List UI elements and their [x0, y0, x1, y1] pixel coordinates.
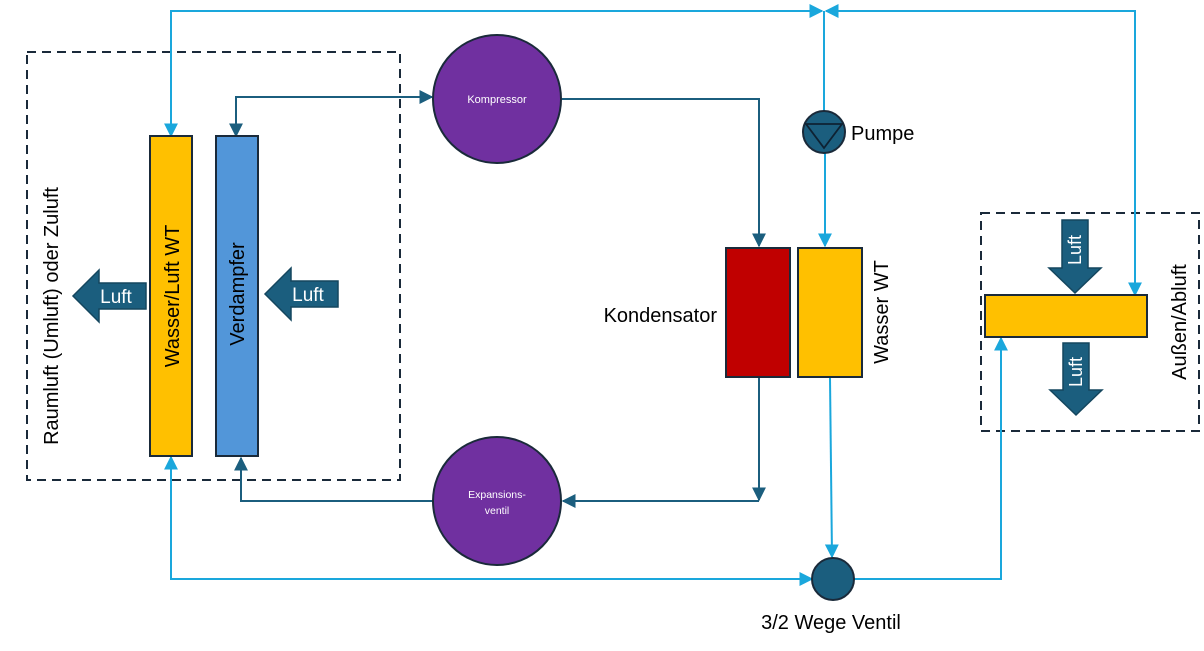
outdoor-heat-exchanger	[984, 294, 1148, 338]
water-line-water-hx-to-valve	[824, 377, 839, 559]
compressor	[432, 34, 562, 164]
air-in-evaporator-label: Luft	[292, 285, 324, 306]
water-heat-exchanger	[797, 247, 863, 378]
refrigerant-line-expansion-to-evaporator	[234, 456, 433, 502]
air-out-outdoor-label: Luft	[1066, 357, 1086, 387]
water-line-valve-to-outdoor-hx	[854, 336, 1008, 580]
pump-triangle-icon	[804, 123, 844, 150]
water-air-heat-exchanger	[149, 135, 193, 457]
refrigerant-line-compressor-to-condenser	[562, 98, 766, 248]
air-in-outdoor-arrow-icon	[1047, 219, 1103, 295]
indoor-zone-label: Raumluft (Umluft) oder Zuluft	[41, 187, 63, 445]
pump	[802, 110, 846, 154]
indoor-zone-boundary	[26, 51, 401, 481]
expansion-valve	[432, 436, 562, 566]
water-line-hx-top-to-junction	[164, 4, 824, 138]
air-in-outdoor-label: Luft	[1065, 235, 1085, 265]
compressor-label: Kompressor	[467, 94, 527, 106]
expansion-valve-label-line2: ventil	[485, 505, 510, 517]
air-out-arrow-icon	[71, 268, 147, 324]
water-line-outdoor-to-junction	[824, 4, 1142, 297]
air-in-evaporator-arrow-icon	[263, 266, 339, 322]
water-hx-label: Wasser WT	[871, 260, 893, 364]
pump-label: Pumpe	[851, 123, 914, 145]
pump-circle	[802, 110, 846, 154]
water-line-valve-to-indoor-hx	[164, 455, 814, 586]
refrigerant-line-evaporator-to-compressor	[229, 90, 434, 138]
outdoor-zone-label: Außen/Abluft	[1169, 264, 1191, 380]
three-way-valve	[811, 557, 855, 601]
evaporator-label: Verdampfer	[227, 242, 249, 346]
expansion-valve-label-line1: Expansions-	[468, 489, 526, 501]
evaporator	[215, 135, 259, 457]
condenser	[725, 247, 791, 378]
water-air-hx-label: Wasser/Luft WT	[162, 225, 184, 368]
three-way-valve-label: 3/2 Wege Ventil	[761, 612, 901, 634]
air-out-label: Luft	[100, 287, 132, 308]
air-out-outdoor-arrow-icon	[1048, 342, 1104, 417]
condenser-label: Kondensator	[604, 305, 718, 327]
